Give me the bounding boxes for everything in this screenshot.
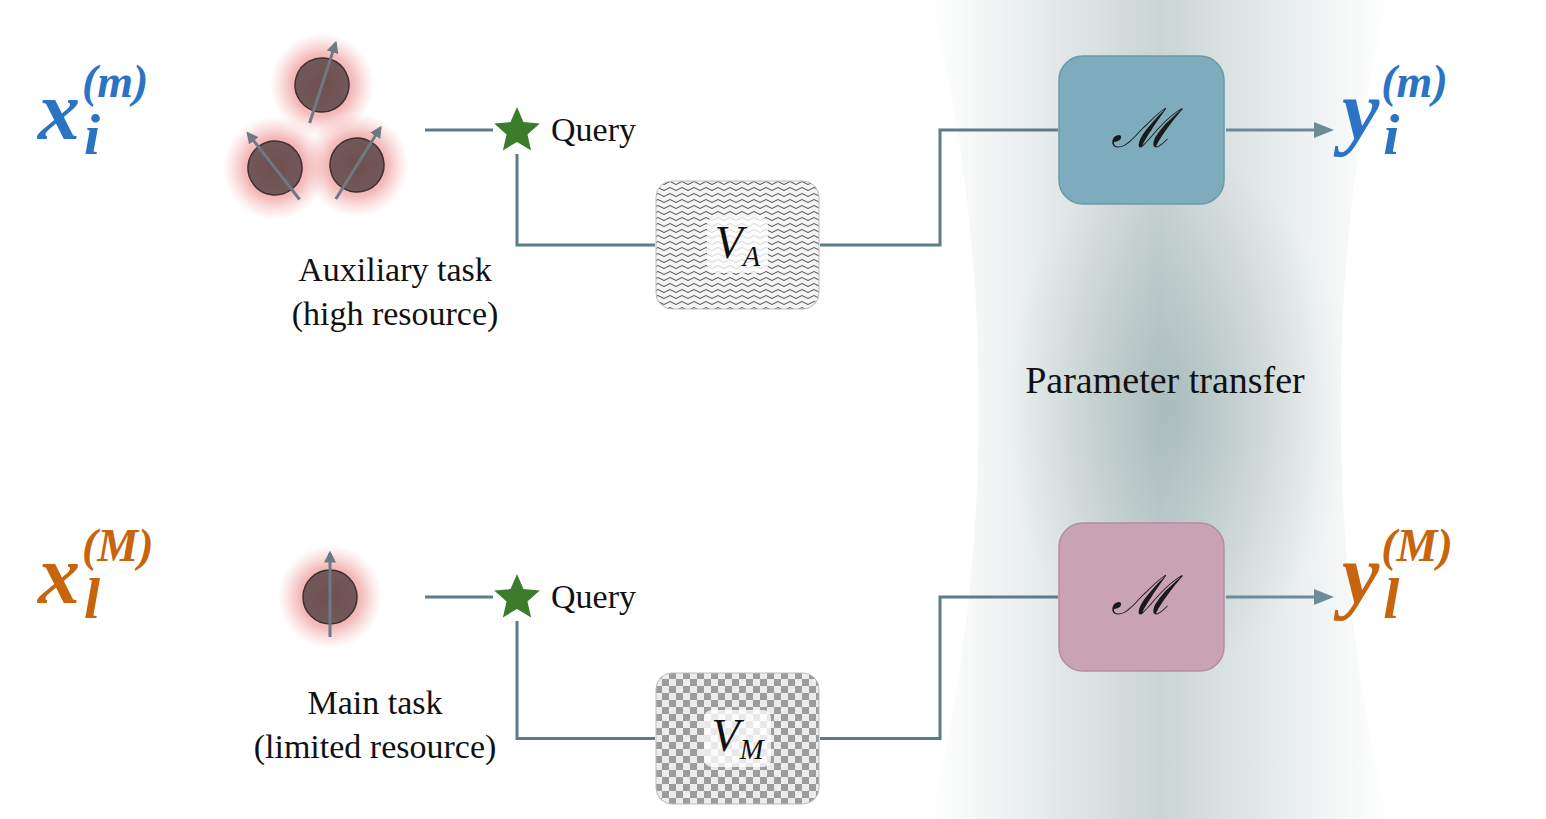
task-caption: Main task (limited resource): [230, 681, 520, 769]
star-symbol: [493, 573, 541, 621]
spin-body: [320, 128, 394, 202]
spin-glow: [278, 545, 382, 649]
connector: [517, 621, 655, 739]
math-superscript: (M): [1381, 522, 1453, 570]
spin-arrow: [310, 43, 336, 123]
spin: [303, 553, 357, 637]
query-label: Query: [551, 573, 636, 621]
transfer-label: Parameter transfer: [955, 358, 1375, 402]
connector: [517, 154, 655, 245]
math-label: x(m)i: [38, 58, 148, 164]
star-shape: [494, 107, 540, 150]
output-arrow-line: [1226, 596, 1318, 599]
math-scripts: (m)i: [1381, 58, 1447, 164]
vector-symbol: VM: [704, 710, 772, 767]
spin: [227, 117, 321, 216]
spin-glow: [305, 113, 409, 217]
math-superscript: (m): [82, 58, 148, 106]
model-box-fill: [1059, 56, 1224, 204]
math-superscript: (m): [1381, 58, 1447, 106]
vector-box: VM: [655, 672, 820, 805]
math-base: V: [712, 710, 740, 761]
model-symbol: ℳ: [1111, 100, 1173, 159]
spin: [313, 113, 403, 213]
math-subscript: l: [1383, 570, 1453, 628]
arrowhead: [1314, 589, 1334, 605]
connector: [820, 130, 1058, 245]
math-base: x: [38, 69, 80, 153]
task-caption: Auxiliary task (high resource): [250, 248, 540, 336]
math-subscript: i: [1383, 106, 1447, 164]
connector: [820, 597, 1058, 739]
math-base: V: [715, 217, 743, 268]
spin-arrow: [336, 128, 381, 199]
math-label: y(M)l: [1342, 522, 1453, 628]
spin-illustration: [235, 497, 425, 687]
model-box-fill: [1059, 523, 1224, 671]
spin-body: [237, 130, 313, 206]
connector: [425, 129, 493, 132]
math-scripts: (M)l: [82, 522, 154, 628]
math-subscript: l: [84, 570, 154, 628]
spin-arrow: [329, 553, 332, 637]
texture-fill: [656, 181, 819, 309]
model-box: ℳ: [1058, 55, 1225, 205]
query-label: Query: [551, 106, 636, 154]
model-symbol: ℳ: [1111, 567, 1173, 626]
connector: [425, 596, 493, 599]
star-shape: [494, 574, 540, 617]
vector-box: VA: [655, 180, 820, 310]
arrowhead: [1314, 122, 1334, 138]
hourglass-core: [1005, 150, 1345, 670]
hourglass-band: [930, 0, 1388, 819]
math-scripts: (M)l: [1381, 522, 1453, 628]
texture-fill: [656, 673, 819, 804]
spin-illustration: [235, 30, 425, 220]
math-base: y: [1342, 533, 1379, 617]
query-star: Query: [493, 106, 636, 154]
query-star: Query: [493, 573, 636, 621]
spin: [284, 35, 361, 132]
math-scripts: (m)i: [82, 58, 148, 164]
math-subscript: i: [84, 106, 148, 164]
math-subscript: A: [743, 241, 760, 272]
math-label: y(m)i: [1342, 58, 1448, 164]
math-base: y: [1342, 69, 1379, 153]
model-box: ℳ: [1058, 522, 1225, 672]
math-base: x: [38, 533, 80, 617]
math-subscript: M: [740, 734, 764, 765]
output-arrow-line: [1226, 129, 1318, 132]
vector-symbol: VA: [707, 217, 769, 274]
math-label: x(M)l: [38, 522, 154, 628]
star-symbol: [493, 106, 541, 154]
math-superscript: (M): [82, 522, 154, 570]
spin-arrow: [248, 133, 300, 199]
